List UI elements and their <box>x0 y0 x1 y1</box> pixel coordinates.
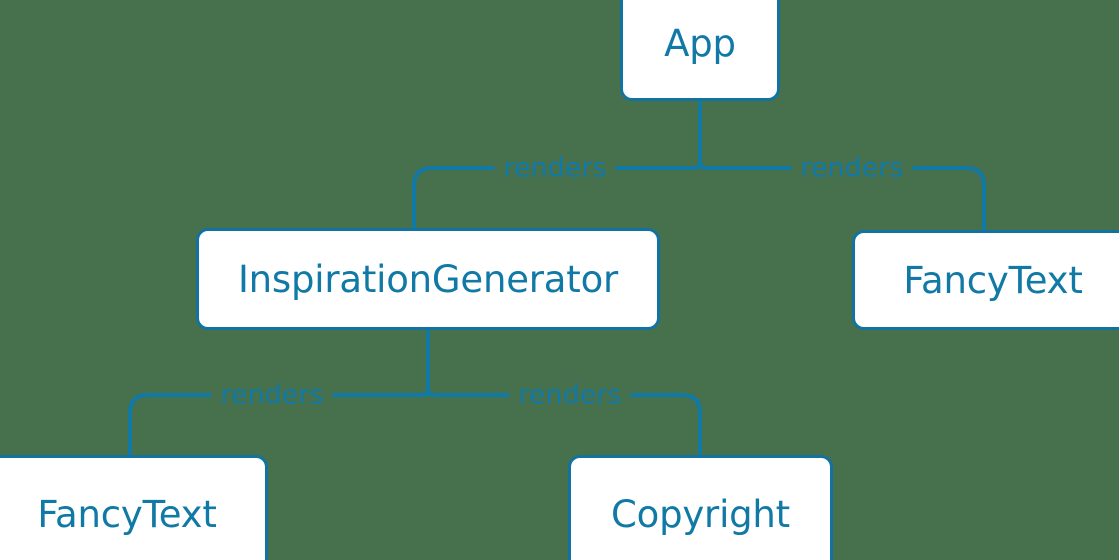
edge-label-inspiration-generator-to-fancy-text-bottom: renders <box>211 381 333 409</box>
node-fancy-text-bottom[interactable]: FancyText <box>0 455 268 560</box>
node-copyright-label: Copyright <box>611 493 790 536</box>
edge-label-inspiration-generator-to-copyright: renders <box>509 381 631 409</box>
edge-inspiration-generator-stem-right <box>426 330 435 397</box>
node-fancy-text-right[interactable]: FancyText <box>852 230 1119 330</box>
edge-app-stem-right <box>698 101 707 170</box>
node-app-label: App <box>664 22 736 65</box>
node-inspiration-generator-label: InspirationGenerator <box>237 257 619 301</box>
edge-inspiration-generator-to-fancy-text-bottom <box>128 393 422 455</box>
node-app[interactable]: App <box>620 0 780 101</box>
node-fancy-text-right-label: FancyText <box>903 258 1083 302</box>
edge-app-to-inspiration-generator <box>412 166 694 228</box>
node-copyright[interactable]: Copyright <box>568 455 833 560</box>
edge-label-app-to-fancy-text-right: renders <box>791 154 913 182</box>
node-fancy-text-bottom-label: FancyText <box>37 493 217 536</box>
edge-label-app-to-inspiration-generator: renders <box>494 154 616 182</box>
node-inspiration-generator[interactable]: InspirationGenerator <box>196 228 660 330</box>
edge-inspiration-generator-to-copyright <box>434 393 702 455</box>
edge-app-to-fancy-text-right <box>706 166 986 230</box>
